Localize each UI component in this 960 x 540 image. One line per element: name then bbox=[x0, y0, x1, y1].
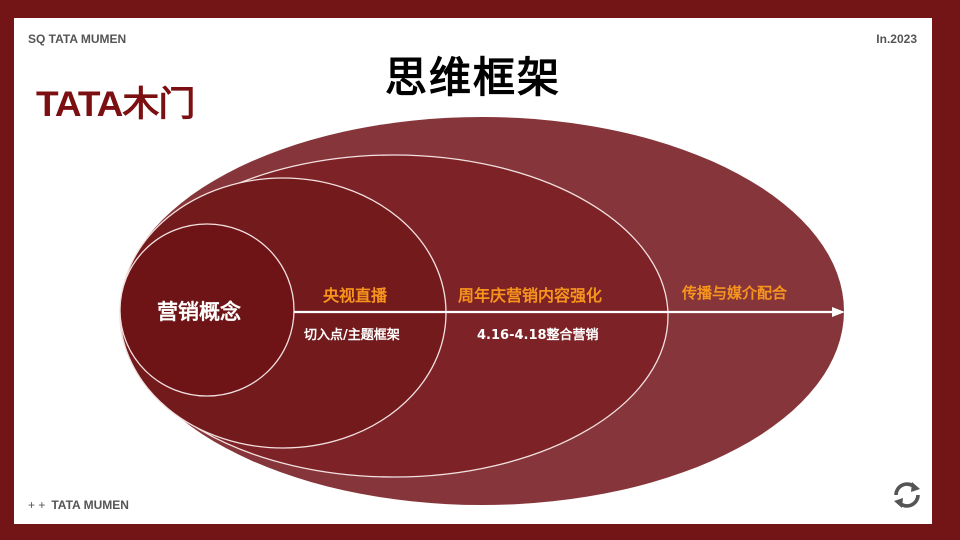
brand-footer-text: TATA MUMEN bbox=[51, 498, 129, 512]
brand-header-text: SQ TATA MUMEN bbox=[28, 32, 127, 46]
layer-3-title: 传播与媒介配合 bbox=[682, 284, 788, 302]
plus-marks: + + bbox=[28, 498, 46, 512]
layer-1-subtitle: 切入点/主题框架 bbox=[304, 328, 400, 343]
year-label: In.2023 bbox=[876, 32, 917, 46]
slide: SQ TATA MUMEN In.2023 TATA木门 思维框架 营销概念 央… bbox=[14, 18, 932, 524]
layer-1-title: 央视直播 bbox=[323, 286, 388, 305]
layer-2-subtitle: 4.16-4.18整合营销 bbox=[477, 328, 599, 343]
layer-2-title: 周年庆营销内容强化 bbox=[458, 286, 603, 305]
page-title: 思维框架 bbox=[384, 53, 561, 102]
right-arrow-icon bbox=[294, 307, 845, 317]
refresh-icon[interactable] bbox=[890, 478, 924, 512]
nested-ellipse-diagram bbox=[119, 117, 845, 505]
brand-footer: + + TATA MUMEN bbox=[28, 498, 129, 512]
core-ellipse bbox=[119, 223, 295, 397]
tata-logo: TATA木门 bbox=[36, 84, 195, 124]
core-label: 营销概念 bbox=[157, 300, 241, 324]
